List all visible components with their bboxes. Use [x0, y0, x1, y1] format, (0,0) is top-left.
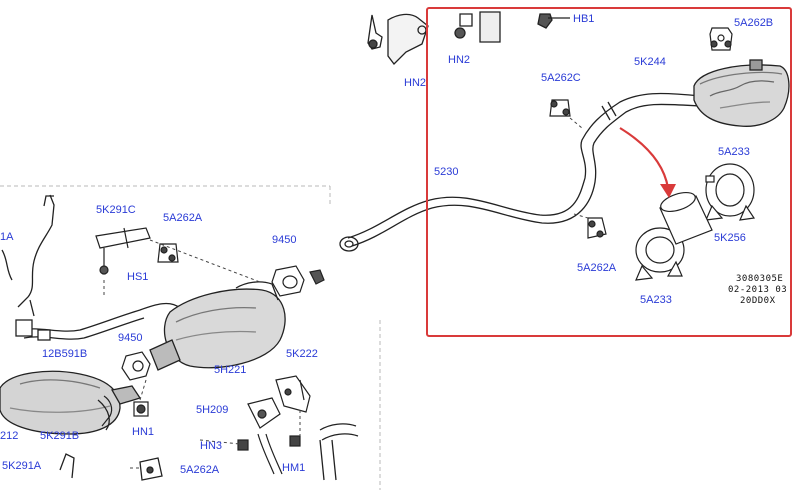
part-label-9450-lower: 9450	[118, 332, 143, 344]
part-label-hs1: HS1	[127, 271, 149, 283]
upper-brackets	[367, 11, 570, 65]
part-label-212: 212	[0, 430, 19, 442]
part-label-hn3: HN3	[200, 440, 223, 452]
part-label-5230: 5230	[434, 166, 459, 178]
gasket-9450-upper	[271, 265, 325, 297]
arrowhead-icon	[660, 184, 676, 198]
pipe-sleeve-5k256	[659, 191, 713, 245]
left-panel-frame	[0, 185, 381, 490]
part-label-5k291a: 5K291A	[2, 460, 42, 472]
illustration-code-line3: 20DD0X	[740, 296, 776, 306]
part-label-5k244: 5K244	[634, 56, 666, 68]
part-label-5k222: 5K222	[286, 348, 318, 360]
part-label-5a233-upper: 5A233	[718, 146, 750, 158]
particulate-filter-5h221	[149, 281, 286, 371]
hanger-dashed-leaders	[569, 117, 589, 219]
part-label-5a262c: 5A262C	[541, 72, 581, 84]
illustration-code-line1: 3080305E	[736, 274, 784, 284]
rear-muffler-5k244	[693, 59, 790, 127]
clamp-5a233-upper	[705, 163, 756, 221]
part-label-5k256: 5K256	[714, 232, 746, 244]
bottom-pipes	[59, 423, 359, 481]
part-label-5h221: 5H221	[214, 364, 247, 376]
part-label-5a262a-bottom: 5A262A	[180, 464, 220, 476]
part-label-5a262a-right: 5A262A	[577, 262, 617, 274]
clamp-5a233-lower	[635, 227, 685, 281]
part-label-5h209: 5H209	[196, 404, 229, 416]
part-label-5a262b: 5A262B	[734, 17, 774, 29]
direction-arrow	[619, 127, 670, 189]
part-label-hn2-a: HN2	[404, 77, 427, 89]
part-label-hn1: HN1	[132, 426, 155, 438]
nuts-hn3-hm1	[237, 435, 301, 451]
part-label-hm1: HM1	[282, 462, 306, 474]
part-label-5a233-lower: 5A233	[640, 294, 672, 306]
bracket-5k291c	[95, 227, 151, 275]
part-label-1a: 1A	[0, 231, 14, 243]
part-label-hn2-b: HN2	[448, 54, 471, 66]
bracket-5k222	[275, 375, 311, 413]
gasket-9450-lower	[121, 351, 151, 381]
nut-hn1	[101, 395, 149, 427]
highlight-frame	[426, 7, 792, 337]
part-label-5a262a-upper-left: 5A262A	[163, 212, 203, 224]
part-label-5k291c: 5K291C	[96, 204, 136, 216]
illustration-code-line2: 02-2013 03	[728, 285, 788, 295]
sensor-wiring	[1, 194, 181, 341]
part-label-hb1: HB1	[573, 13, 595, 25]
part-label-9450-upper: 9450	[272, 234, 297, 246]
hanger-5h209	[247, 397, 283, 475]
rubber-hangers	[549, 27, 733, 239]
part-label-5k291b: 5K291B	[40, 430, 80, 442]
intermediate-pipe-5230	[339, 92, 701, 252]
catalytic-converter-212	[0, 370, 142, 435]
left-dashed-leaders	[103, 239, 301, 469]
part-label-12b591b: 12B591B	[42, 348, 88, 360]
